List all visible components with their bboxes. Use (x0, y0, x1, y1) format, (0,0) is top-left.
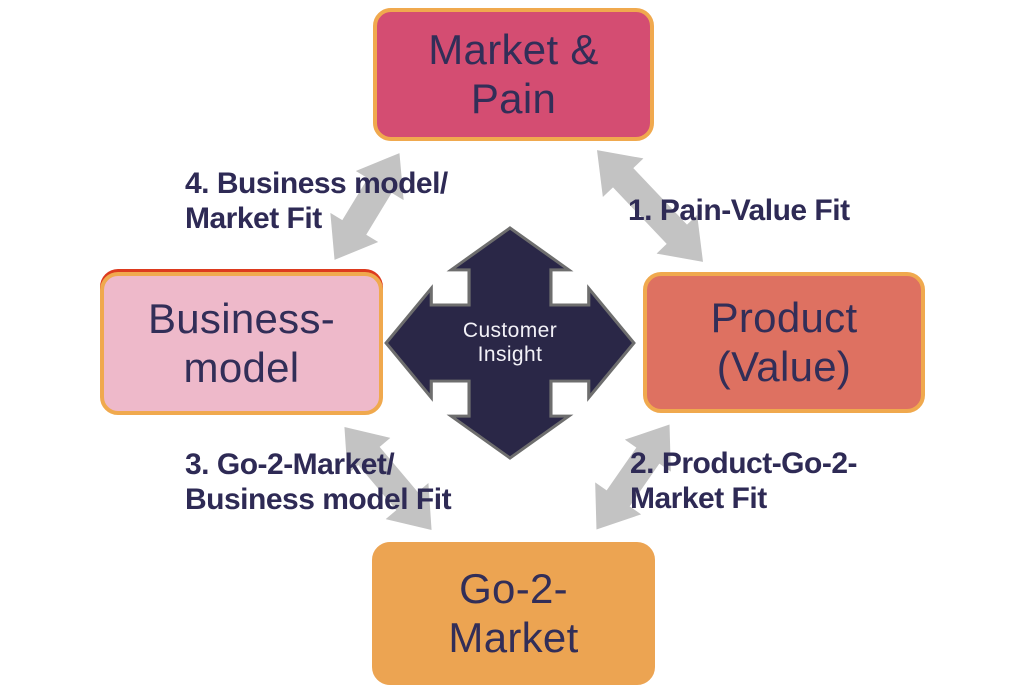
edge-label-line: 3. Go-2-Market/ (185, 448, 395, 481)
customer-insight-line1: Customer (462, 319, 558, 342)
edge-label-line: Market Fit (630, 482, 767, 515)
edge-label-product-go2market-fit: 2. Product-Go-2- Market Fit (630, 446, 858, 516)
product-value-label-line2: (Value) (716, 342, 852, 390)
edge-label-line: 4. Business model/ (185, 167, 448, 200)
market-pain-box: Market & Pain (373, 8, 654, 141)
edge-label-line: Market Fit (185, 202, 322, 235)
customer-insight-line2: Insight (477, 343, 543, 366)
market-pain-label-line1: Market & (428, 25, 599, 73)
edge-label-business-market-fit: 4. Business model/ Market Fit (185, 166, 448, 236)
double-arrow-shape (344, 426, 432, 531)
double-arrow-shape (330, 153, 404, 260)
four-way-arrow-shape (384, 226, 636, 460)
business-model-box: Business- model (100, 272, 383, 415)
double-arrow-business-market-icon (330, 153, 404, 260)
four-way-arrow-icon (384, 226, 636, 460)
market-pain-label-line2: Pain (470, 74, 557, 122)
edge-label-line: 2. Product-Go-2- (630, 447, 858, 480)
double-arrow-pain-value-icon (596, 150, 704, 262)
edge-label-pain-value-fit: 1. Pain-Value Fit (628, 193, 850, 228)
edge-label-go2market-business-fit: 3. Go-2-Market/ Business model Fit (185, 447, 452, 517)
product-value-box: Product (Value) (643, 272, 925, 413)
go-2-market-box: Go-2- Market (372, 542, 655, 685)
go-2-market-label-line2: Market (448, 613, 579, 661)
customer-insight-label: Customer Insight (384, 226, 636, 460)
edge-label-line: 1. Pain-Value Fit (628, 194, 850, 227)
double-arrow-go2market-business-icon (344, 426, 432, 531)
product-value-label-line1: Product (710, 293, 858, 341)
go-2-market-label-line1: Go-2- (459, 564, 568, 612)
business-model-label-line1: Business- (147, 294, 336, 342)
double-arrow-shape (595, 424, 671, 530)
edge-label-line: Business model Fit (185, 483, 452, 516)
double-arrow-shape (596, 150, 704, 262)
business-model-label-line2: model (183, 343, 300, 391)
double-arrow-product-go2market-icon (595, 424, 671, 530)
